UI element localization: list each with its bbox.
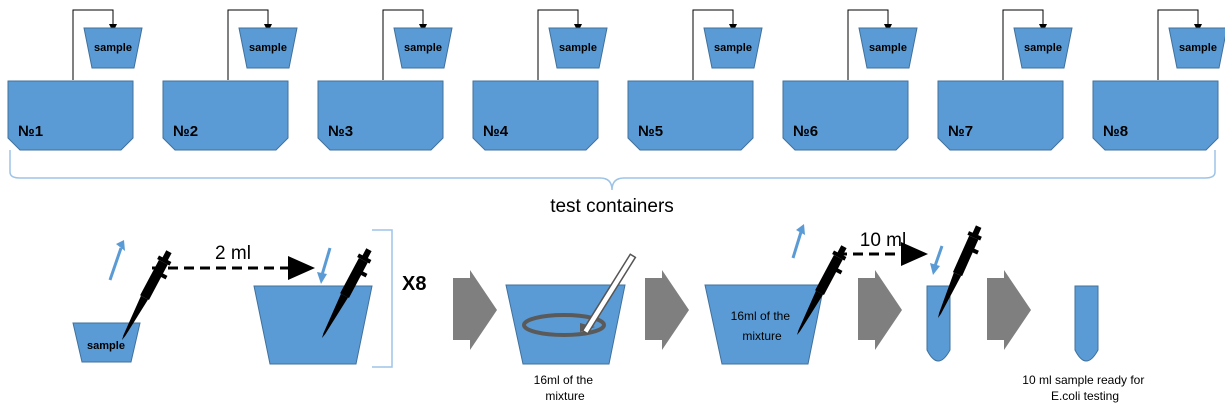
pipette-icon bbox=[797, 245, 847, 335]
sample-label: sample bbox=[1024, 42, 1062, 54]
containers-row: sample №1 sample №2 sample №3 sample №4 sample №5… bbox=[7, 9, 1225, 151]
up-arrow-icon bbox=[108, 247, 123, 281]
large-cup bbox=[253, 285, 373, 365]
connector-arrow bbox=[847, 9, 892, 80]
connector-arrow bbox=[72, 9, 117, 80]
sample-label: sample bbox=[94, 42, 132, 54]
mixing-cup bbox=[505, 284, 626, 365]
container-label: №7 bbox=[948, 123, 973, 140]
sample-label: sample bbox=[714, 42, 752, 54]
process-arrow-3 bbox=[858, 270, 902, 350]
container-body bbox=[7, 80, 134, 151]
sample-label: sample bbox=[249, 42, 287, 54]
sample-cup bbox=[393, 27, 453, 69]
down-arrow-icon bbox=[320, 247, 332, 276]
sample-cup bbox=[1168, 27, 1225, 69]
down-arrow-icon bbox=[933, 245, 944, 267]
container-body bbox=[317, 80, 444, 151]
repeat-bracket bbox=[372, 229, 393, 368]
connector-arrow bbox=[1002, 9, 1047, 80]
container-label: №1 bbox=[18, 123, 43, 140]
container-body bbox=[162, 80, 289, 151]
container-label: №4 bbox=[483, 123, 509, 140]
group-caption: test containers bbox=[550, 196, 674, 217]
mixture-cup bbox=[704, 284, 825, 365]
container-body bbox=[782, 80, 909, 151]
sample-cup bbox=[548, 27, 608, 69]
container-body bbox=[937, 80, 1064, 151]
up-arrow-icon bbox=[791, 231, 803, 259]
container-label: №3 bbox=[328, 123, 353, 140]
test-container-6: sample №6 bbox=[782, 9, 918, 151]
container-label: №2 bbox=[173, 123, 198, 140]
test-container-5: sample №5 bbox=[627, 9, 763, 151]
container-body bbox=[1092, 80, 1219, 151]
process-arrow-1 bbox=[453, 270, 497, 350]
connector-arrow bbox=[1157, 9, 1202, 80]
test-container-4: sample №4 bbox=[472, 9, 608, 151]
container-label: №5 bbox=[638, 123, 663, 140]
process-arrow-2 bbox=[645, 270, 689, 350]
test-container-7: sample №7 bbox=[937, 9, 1073, 151]
mixture-caption-below: 16ml of the mixture bbox=[534, 373, 597, 403]
container-body bbox=[627, 80, 754, 151]
pipette-icon bbox=[938, 225, 982, 318]
test-container-1: sample №1 bbox=[7, 9, 143, 151]
pipette-icon bbox=[122, 250, 172, 340]
container-body bbox=[472, 80, 599, 151]
transfer-volume-1: 2 ml bbox=[215, 243, 251, 264]
containers-brace bbox=[9, 150, 1216, 191]
mixture-caption-inside: 16ml of the mixture bbox=[731, 309, 794, 343]
pipette-icon bbox=[322, 248, 372, 338]
sample-label: sample bbox=[869, 42, 907, 54]
container-label: №6 bbox=[793, 123, 818, 140]
transfer-volume-2: 10 ml bbox=[860, 230, 906, 251]
sample-cup bbox=[83, 27, 143, 69]
final-caption: 10 ml sample ready for E.coli testing bbox=[1022, 373, 1147, 403]
stir-circle-icon bbox=[522, 313, 606, 337]
sample-cup-label: sample bbox=[87, 340, 125, 352]
sample-label: sample bbox=[404, 42, 442, 54]
repeat-label: X8 bbox=[402, 273, 426, 295]
container-label: №8 bbox=[1103, 123, 1128, 140]
sample-cup bbox=[238, 27, 298, 69]
process-arrow-4 bbox=[987, 270, 1031, 350]
connector-arrow bbox=[227, 9, 272, 80]
stirring-rod-icon bbox=[581, 253, 637, 335]
sample-cup bbox=[703, 27, 763, 69]
connector-arrow bbox=[537, 9, 582, 80]
connector-arrow bbox=[692, 9, 737, 80]
test-container-2: sample №2 bbox=[162, 9, 298, 151]
test-tube-final bbox=[1074, 285, 1099, 362]
sample-label: sample bbox=[559, 42, 597, 54]
test-container-3: sample №3 bbox=[317, 9, 453, 151]
test-container-8: sample №8 bbox=[1092, 9, 1225, 151]
sample-cup-step1: sample bbox=[72, 322, 141, 363]
connector-arrow bbox=[382, 9, 427, 80]
sample-cup bbox=[1013, 27, 1073, 69]
sample-cup bbox=[858, 27, 918, 69]
sample-label: sample bbox=[1179, 42, 1217, 54]
